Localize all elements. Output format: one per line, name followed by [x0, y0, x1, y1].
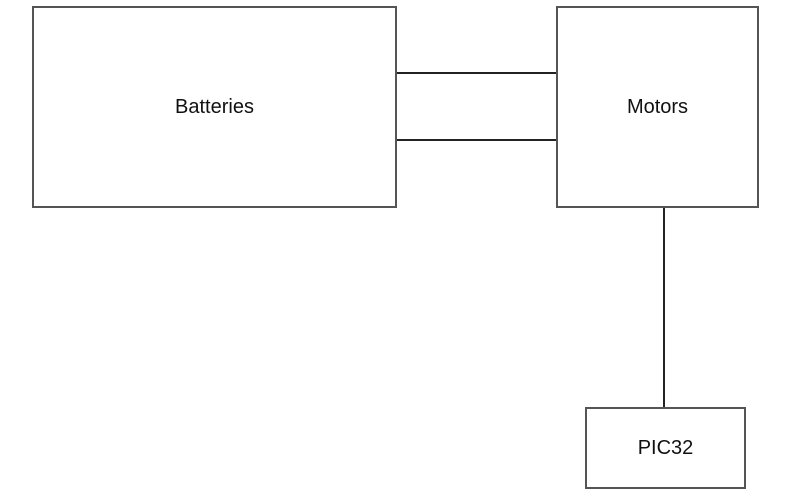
batteries-motors-wire-1 — [396, 72, 557, 74]
pic32-block: PIC32 — [585, 407, 746, 489]
batteries-motors-wire-2 — [396, 139, 557, 141]
pic32-label: PIC32 — [637, 436, 694, 459]
motors-block: Motors — [556, 6, 759, 208]
batteries-block: Batteries — [32, 6, 397, 208]
motors-pic32-wire — [663, 207, 665, 408]
motors-label: Motors — [626, 95, 689, 118]
batteries-label: Batteries — [175, 95, 254, 118]
